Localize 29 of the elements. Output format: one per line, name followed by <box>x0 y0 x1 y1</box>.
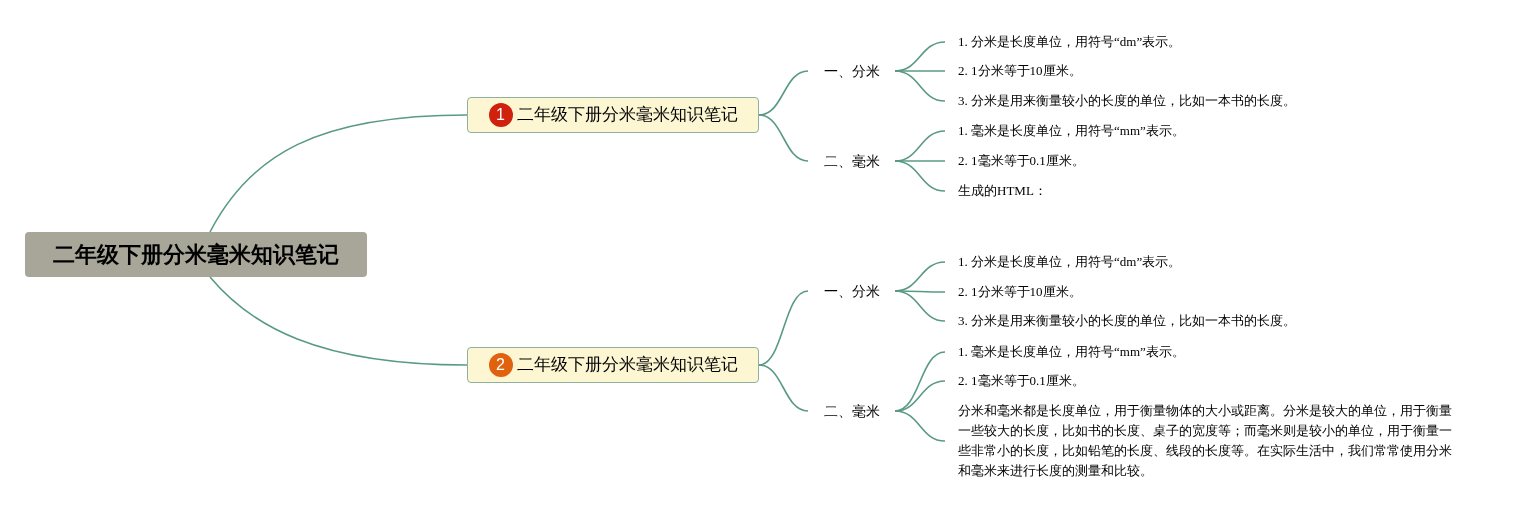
note-text: 3. 分米是用来衡量较小的长度的单位，比如一本书的长度。 <box>958 312 1297 330</box>
topic-label: 二年级下册分米毫米知识笔记 <box>516 104 738 127</box>
note-text: 分米和毫米都是长度单位，用于衡量物体的大小或距离。分米是较大的单位，用于衡量一些较大的长度，比如书的长度、桌子的宽度等；而毫米则是较小的单位，用于衡量一些非常小的长度，比如铅笔的长度、线段的长度等。在实际生活中，我们常常使用分米和毫米来进行长度的测量和比较。 <box>958 402 1453 480</box>
connector-line <box>209 114 468 233</box>
subtopic-label: 二、毫米 <box>823 151 880 171</box>
topic-label: 二年级下册分米毫米知识笔记 <box>516 354 738 377</box>
root-topic-box: 二年级下册分米毫米知识笔记 <box>25 232 367 277</box>
connector-line <box>894 410 946 442</box>
note-text: 2. 1毫米等于0.1厘米。 <box>958 152 1086 170</box>
connector-line <box>894 160 946 192</box>
connector-line <box>758 364 809 412</box>
connector-line <box>758 114 809 162</box>
subtopic-label: 二、毫米 <box>823 401 880 421</box>
number-badge: 2 <box>488 353 513 377</box>
connector-line <box>894 70 946 102</box>
number-badge: 1 <box>488 103 513 127</box>
connector-line <box>209 276 468 366</box>
connector-line <box>894 290 946 322</box>
note-text: 2. 1毫米等于0.1厘米。 <box>958 372 1086 390</box>
note-text: 2. 1分米等于10厘米。 <box>958 62 1083 80</box>
note-text: 2. 1分米等于10厘米。 <box>958 283 1083 301</box>
subtopic-label: 一、分米 <box>823 281 880 301</box>
subtopic-label: 一、分米 <box>823 61 880 81</box>
note-text: 1. 毫米是长度单位，用符号“mm”表示。 <box>958 343 1186 361</box>
note-text: 3. 分米是用来衡量较小的长度的单位，比如一本书的长度。 <box>958 92 1297 110</box>
note-text: 1. 分米是长度单位，用符号“dm”表示。 <box>958 253 1183 271</box>
note-text: 1. 毫米是长度单位，用符号“mm”表示。 <box>958 122 1186 140</box>
note-text: 生成的HTML： <box>958 182 1048 200</box>
note-text: 1. 分米是长度单位，用符号“dm”表示。 <box>958 33 1183 51</box>
